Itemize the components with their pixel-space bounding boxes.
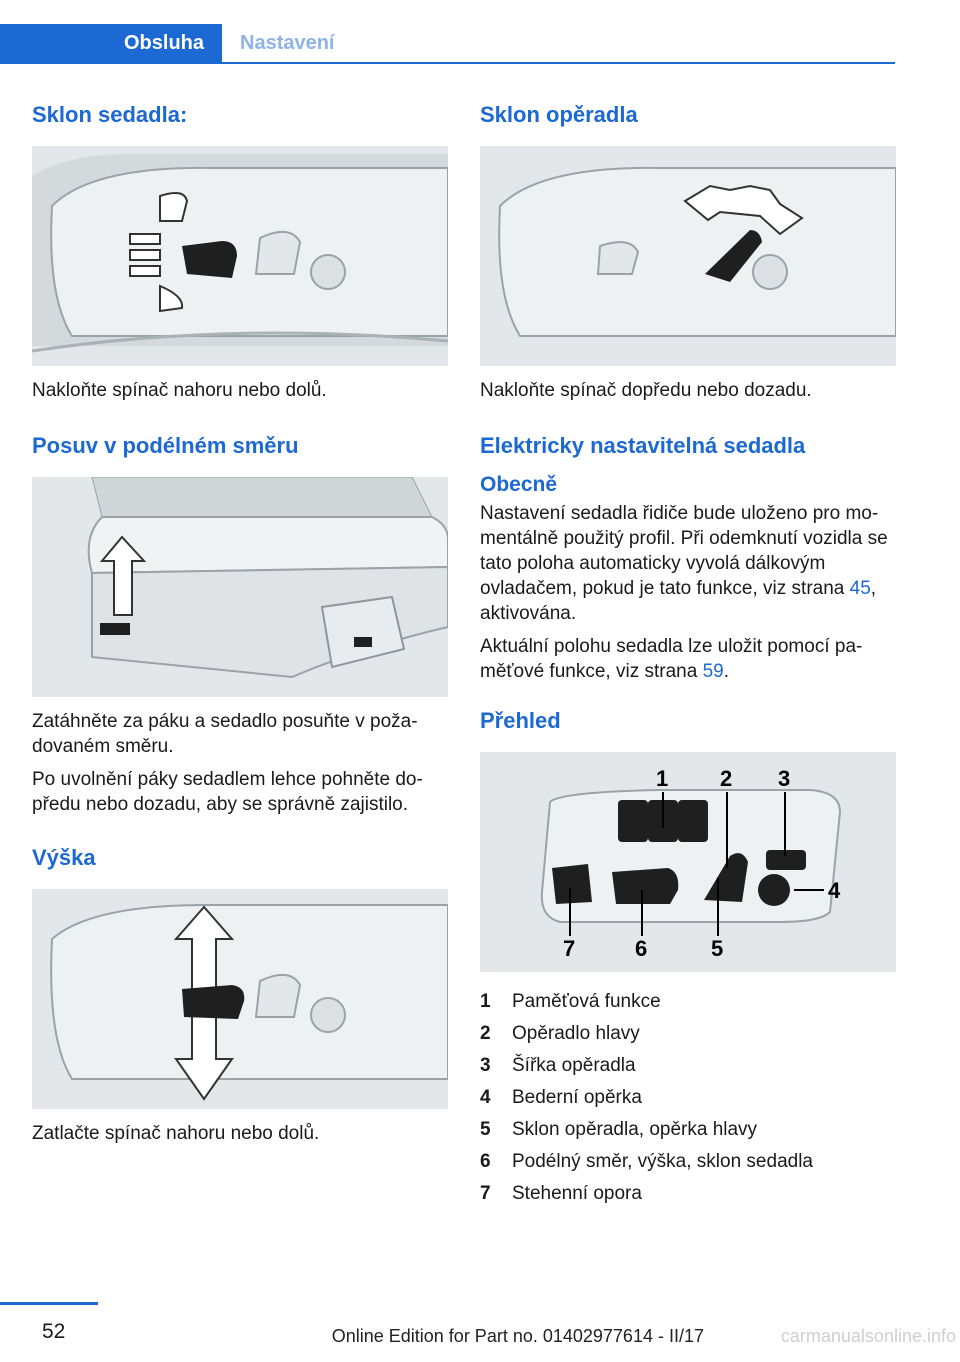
edition-label: Online Edition for Part no. 01402977614 … xyxy=(331,1326,704,1346)
overview-callout-6: 6 xyxy=(635,936,647,961)
overview-callout-7: 7 xyxy=(563,936,575,961)
legend-label: Bederní opěrka xyxy=(512,1087,642,1108)
legend-item: 1 Paměťová funkce xyxy=(480,986,896,1018)
legend-label: Podélný směr, výška, sklon sedadla xyxy=(512,1151,813,1172)
legend-label: Paměťová funkce xyxy=(512,991,661,1012)
overview-callout-5: 5 xyxy=(711,936,723,961)
overview-callout-4: 4 xyxy=(828,878,841,903)
backrest-tilt-text: Nakloňte spínač dopředu nebo dozadu. xyxy=(480,380,812,401)
general-text-2-b: . xyxy=(723,661,729,682)
overview-callout-2: 2 xyxy=(720,766,732,791)
general-text-1-a: Nastavení sedadla řidiče bude uloženo pr… xyxy=(480,503,888,599)
general-text-1: Nastavení sedadla řidiče bude uloženo pr… xyxy=(480,501,896,626)
overview-illustration: 1 2 3 4 5 6 7 xyxy=(480,752,896,972)
legend-label: Opěradlo hlavy xyxy=(512,1023,640,1044)
seat-tilt-text: Nakloňte spínač nahoru nebo dolů. xyxy=(32,380,327,401)
legend-num: 2 xyxy=(480,1023,491,1044)
longitudinal-illustration xyxy=(32,477,448,697)
height-illustration xyxy=(32,889,448,1109)
legend-item: 7 Stehenní opora xyxy=(480,1178,896,1210)
section-title-longitudinal: Posuv v podélném směru xyxy=(32,433,299,458)
section-title-seat-tilt: Sklon sedadla: xyxy=(32,102,188,127)
seat-tilt-illustration xyxy=(32,146,448,366)
page-link-59[interactable]: 59 xyxy=(702,661,724,682)
page-number: 52 xyxy=(42,1320,66,1343)
legend-item: 3 Šířka opěradla xyxy=(480,1050,896,1082)
header-tabbar: Obsluha Nastavení xyxy=(0,24,895,64)
section-title-backrest-tilt: Sklon opěradla xyxy=(480,102,638,127)
height-text: Zatlačte spínač nahoru nebo dolů. xyxy=(32,1123,320,1144)
longitudinal-text-1: Zatáhněte za páku a sedadlo posuňte v po… xyxy=(32,711,418,757)
right-column: Sklon opěradla Nakloňte spínač dopředu n… xyxy=(480,100,896,1210)
subsection-title-general: Obecně xyxy=(480,473,558,496)
legend-item: 5 Sklon opěradla, opěrka hlavy xyxy=(480,1114,896,1146)
backrest-tilt-illustration xyxy=(480,146,896,366)
left-column: Sklon sedadla: Nakloňte spínač nahoru ne… xyxy=(32,100,448,1154)
overview-callout-1: 1 xyxy=(656,766,668,791)
legend-label: Sklon opěradla, opěrka hlavy xyxy=(512,1119,758,1140)
legend-item: 4 Bederní opěrka xyxy=(480,1082,896,1114)
general-text-2-a: Aktuální polohu sedadla lze uložit pomoc… xyxy=(480,636,863,682)
watermark: carmanualsonline.info xyxy=(780,1326,956,1346)
legend-num: 1 xyxy=(480,991,491,1012)
tab-nastaveni[interactable]: Nastavení xyxy=(240,32,335,54)
overview-callout-3: 3 xyxy=(778,766,790,791)
general-text-1-b: , aktivována. xyxy=(480,578,877,624)
legend-num: 5 xyxy=(480,1119,491,1140)
legend-num: 3 xyxy=(480,1055,491,1076)
legend-item: 6 Podélný směr, výška, sklon sedadla xyxy=(480,1146,896,1178)
legend-num: 7 xyxy=(480,1183,491,1204)
legend-label: Šířka opěradla xyxy=(512,1055,636,1076)
general-text-2: Aktuální polohu sedadla lze uložit pomoc… xyxy=(480,634,896,684)
legend-item: 2 Opěradlo hlavy xyxy=(480,1018,896,1050)
section-title-electric-seats: Elektricky nastavitelná sedadla xyxy=(480,433,806,458)
section-title-overview: Přehled xyxy=(480,708,561,733)
legend-num: 6 xyxy=(480,1151,491,1172)
overview-legend: 1 Paměťová funkce 2 Opěradlo hlavy 3 Šířka … xyxy=(480,986,896,1210)
legend-label: Stehenní opora xyxy=(512,1183,642,1204)
longitudinal-text-2: Po uvolnění páky sedadlem lehce pohněte … xyxy=(32,769,423,815)
tab-obsluha[interactable]: Obsluha xyxy=(0,24,222,62)
section-title-height: Výška xyxy=(32,845,96,870)
footer-accent-line xyxy=(0,1302,98,1305)
page-link-45[interactable]: 45 xyxy=(849,578,871,599)
legend-num: 4 xyxy=(480,1087,491,1108)
